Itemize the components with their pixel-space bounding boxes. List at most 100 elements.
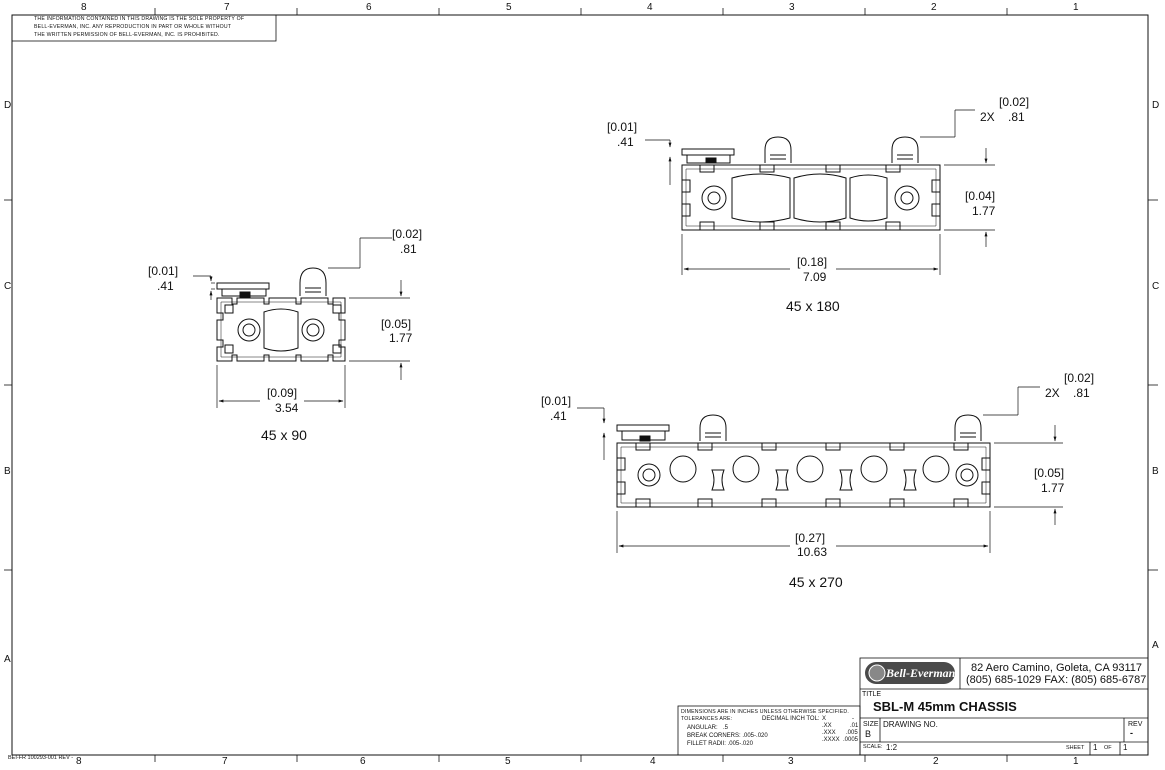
sheet-value: 1	[1093, 743, 1098, 752]
profile-45x90	[216, 267, 346, 362]
tol-val-x: -	[852, 716, 854, 722]
v180-dim-top-right-qty: 2X	[980, 110, 995, 124]
zone-bottom-2: 2	[933, 756, 939, 767]
logo-globe-icon	[868, 664, 886, 682]
dims-45x270	[577, 386, 1063, 553]
tol-val-xxx: .005	[846, 730, 858, 736]
company-phone: (805) 685-1029 FAX: (805) 685-6787	[966, 674, 1147, 686]
zone-left-A: A	[4, 654, 11, 665]
scale-value: 1:2	[886, 743, 898, 752]
zone-left-C: C	[4, 281, 12, 292]
dims-45x90	[193, 237, 410, 408]
rev-value: -	[1130, 728, 1133, 738]
zone-right-A: A	[1152, 640, 1159, 651]
v90-dim-width-mm: [0.09]	[267, 386, 298, 400]
v90-dim-top-left-in: .41	[157, 279, 174, 293]
dims-45x180	[645, 109, 995, 275]
tol-label: TOLERANCES ARE:	[681, 716, 733, 722]
zone-bottom-6: 6	[360, 756, 366, 767]
zone-bottom-1: 1	[1073, 756, 1079, 767]
v270-dim-height-mm: [0.05]	[1034, 466, 1065, 480]
drawing-title: SBL-M 45mm CHASSIS	[873, 699, 1017, 714]
v90-dim-top-right-mm: [0.02]	[392, 227, 423, 241]
zone-right-D: D	[1152, 100, 1160, 111]
v90-dim-width-in: 3.54	[275, 401, 299, 415]
profile-45x270	[616, 414, 991, 508]
zone-top-2: 2	[931, 2, 937, 13]
zone-top-6: 6	[366, 2, 372, 13]
scale-label: SCALE:	[863, 744, 883, 750]
of-label: OF	[1104, 745, 1112, 751]
v180-dim-height-mm: [0.04]	[965, 189, 996, 203]
tol-fillet-radii: FILLET RADII: .005-.020	[687, 741, 753, 747]
zone-left-D: D	[4, 100, 12, 111]
size-value: B	[865, 729, 872, 739]
v270-dim-width-in: 10.63	[797, 545, 828, 559]
tol-fmt-xx: .XX	[822, 723, 832, 729]
v180-dim-width-mm: [0.18]	[797, 255, 828, 269]
v180-dim-top-left-in: .41	[617, 135, 634, 149]
tol-angular-value: .5	[723, 725, 729, 731]
notice-line-1: THE INFORMATION CONTAINED IN THIS DRAWIN…	[34, 16, 245, 22]
tol-val-xxxx: .0005	[843, 737, 859, 743]
v180-dim-width-in: 7.09	[803, 270, 827, 284]
tol-val-xx: .01	[850, 723, 859, 729]
tol-fmt-x: X	[822, 716, 827, 722]
v90-dim-height-in: 1.77	[389, 331, 413, 345]
zone-top-7: 7	[224, 2, 230, 13]
tol-fmt-xxx: .XXX	[822, 730, 836, 736]
v270-dim-top-right-mm: [0.02]	[1064, 371, 1095, 385]
zone-top-4: 4	[647, 2, 653, 13]
zone-right-C: C	[1152, 281, 1160, 292]
title-label: TITLE	[862, 691, 882, 698]
notice-box	[11, 14, 277, 42]
sheet-border	[11, 14, 1149, 756]
v180-view-label: 45 x 180	[786, 298, 840, 314]
v270-dim-height-in: 1.77	[1041, 481, 1065, 495]
zone-bottom-7: 7	[222, 756, 228, 767]
v270-dim-width-mm: [0.27]	[795, 531, 826, 545]
zone-left-B: B	[4, 466, 11, 477]
v270-dim-top-left-mm: [0.01]	[541, 394, 572, 408]
of-value: 1	[1123, 743, 1128, 752]
size-label: SIZE	[863, 721, 879, 728]
zone-top-5: 5	[506, 2, 512, 13]
tol-fmt-xxxx: .XXXX	[822, 737, 840, 743]
v90-dim-top-right-in: .81	[400, 242, 417, 256]
zone-bottom-8: 8	[76, 756, 82, 767]
zone-top-1: 1	[1073, 2, 1079, 13]
v270-dim-top-left-in: .41	[550, 409, 567, 423]
drawing-number-label: DRAWING NO.	[883, 720, 938, 729]
company-logo: Bell-Everman	[886, 666, 956, 680]
title-block-frame	[677, 657, 1149, 756]
tol-decimal-label: DECIMAL INCH TOL:	[762, 716, 820, 722]
sheet-label: SHEET	[1066, 745, 1085, 751]
v270-view-label: 45 x 270	[789, 574, 843, 590]
v270-dim-top-right-in: .81	[1073, 386, 1090, 400]
zone-right-B: B	[1152, 466, 1159, 477]
zone-bottom-4: 4	[650, 756, 656, 767]
zone-top-8: 8	[81, 2, 87, 13]
notice-line-3: THE WRITTEN PERMISSION OF BELL-EVERMAN, …	[34, 32, 220, 38]
zone-top-3: 3	[789, 2, 795, 13]
v270-dim-top-right-qty: 2X	[1045, 386, 1060, 400]
profile-45x180	[681, 136, 941, 231]
logo-badge	[865, 662, 955, 684]
rev-label: REV	[1128, 721, 1143, 728]
tol-header: DIMENSIONS ARE IN INCHES UNLESS OTHERWIS…	[681, 709, 849, 715]
v180-dim-top-right-in: .81	[1008, 110, 1025, 124]
v90-dim-top-left-mm: [0.01]	[148, 264, 179, 278]
tol-angular-label: ANGULAR:	[687, 725, 718, 731]
zone-ticks	[4, 8, 1158, 762]
v180-dim-top-left-mm: [0.01]	[607, 120, 638, 134]
v90-view-label: 45 x 90	[261, 427, 307, 443]
v180-dim-height-in: 1.77	[972, 204, 996, 218]
zone-bottom-5: 5	[505, 756, 511, 767]
v180-dim-top-right-mm: [0.02]	[999, 95, 1030, 109]
notice-line-2: BELL-EVERMAN, INC. ANY REPRODUCTION IN P…	[34, 24, 232, 30]
v90-dim-height-mm: [0.05]	[381, 317, 412, 331]
tol-break-corners: BREAK CORNERS: .005-.020	[687, 733, 768, 739]
zone-bottom-3: 3	[788, 756, 794, 767]
form-number: BEI-FR 100293-001 REV -	[8, 755, 74, 761]
